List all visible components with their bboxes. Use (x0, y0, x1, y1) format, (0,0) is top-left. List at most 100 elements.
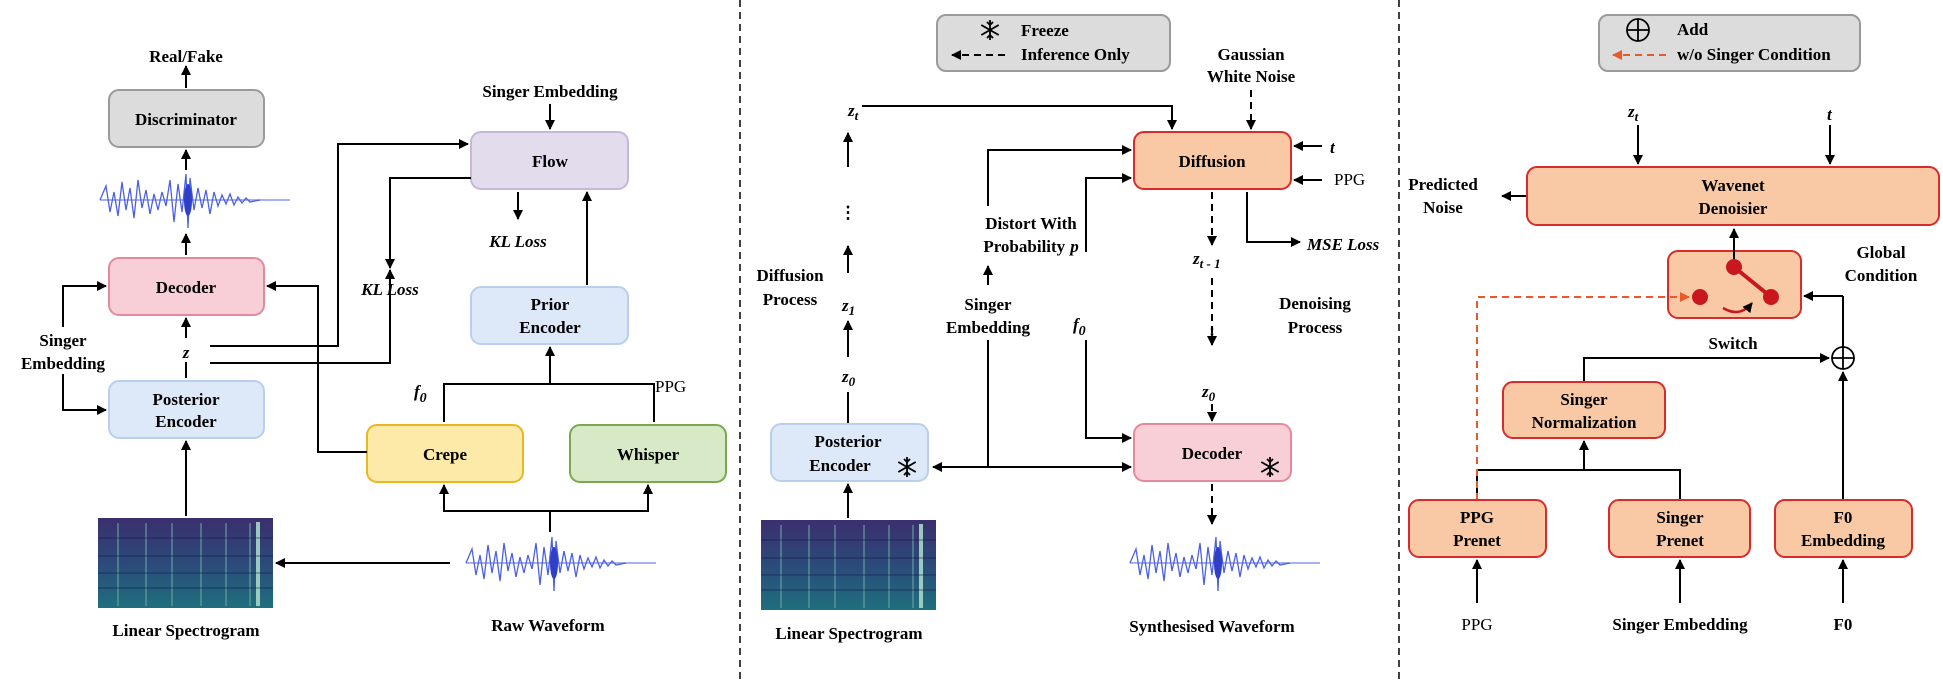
waveform-image (99, 173, 291, 229)
mse-loss-label: MSE Loss (1306, 235, 1380, 254)
discriminator-box: Discriminator (108, 89, 265, 148)
legend-add-label: Add (1677, 20, 1709, 39)
linear-spectrogram-image (96, 516, 275, 610)
kl-loss-center-label: KL Loss (488, 232, 547, 251)
singer-normalization-label-line2: Normalization (1532, 413, 1637, 432)
z1-label: z1 (841, 296, 855, 318)
zt-label: zt (1627, 102, 1639, 124)
linear-spectrogram-label: Linear Spectrogram (775, 624, 922, 643)
raw-waveform-label: Raw Waveform (491, 616, 604, 635)
diffusion-process-label-line1: Diffusion (756, 266, 824, 285)
global-condition-label-line2: Condition (1845, 266, 1918, 285)
legend-freeze-label: Freeze (1021, 21, 1069, 40)
whisper-label: Whisper (617, 445, 680, 464)
legend-panel2: Freeze Inference Only (936, 14, 1171, 72)
f0-input-label: F0 (1834, 615, 1853, 634)
timestep-t-label: t (1330, 138, 1336, 157)
whisper-box: Whisper (569, 424, 727, 483)
switch-box[interactable] (1667, 250, 1802, 319)
singer-prenet-label-line1: Singer (1656, 508, 1704, 527)
predicted-noise-label-line1: Predicted (1408, 175, 1478, 194)
f0-label: f0 (1073, 315, 1086, 339)
wavenet-label-line1: Wavenet (1701, 176, 1765, 195)
flow-label: Flow (532, 152, 569, 171)
singer-embedding-input-label: Singer Embedding (1612, 615, 1748, 634)
flow-singer-embedding-label: Singer Embedding (482, 82, 618, 101)
discriminator-label: Discriminator (135, 110, 237, 129)
kl-loss-left-label: KL Loss (360, 280, 419, 299)
denoising-process-label-line2: Process (1288, 318, 1343, 337)
panel-diffusion-training: Freeze Inference Only Gaussian White Noi… (756, 14, 1380, 643)
f0-embedding-label-line2: Embedding (1801, 531, 1886, 550)
zt-label: zt (847, 101, 859, 123)
ppg-prenet-label-line2: Prenet (1453, 531, 1501, 550)
legend-inference-label: Inference Only (1021, 45, 1130, 64)
posterior-encoder-box: Posterior Encoder (770, 423, 929, 482)
vertical-dots: ⋮ (840, 203, 857, 222)
f0-embedding-label-line1: F0 (1834, 508, 1853, 527)
panel-vits-training: Real/Fake Discriminator Decoder Singer E… (21, 47, 727, 640)
gaussian-noise-label-line2: White Noise (1207, 67, 1296, 86)
predicted-noise-label-line2: Noise (1423, 198, 1463, 217)
legend-panel3: Add w/o Singer Condition (1598, 14, 1861, 72)
synthesised-waveform-label: Synthesised Waveform (1129, 617, 1294, 636)
synthesised-waveform-image (1129, 536, 1321, 592)
wavenet-denoiser-box: Wavenet Denoisier (1526, 166, 1940, 226)
prior-encoder-label-line1: Prior (531, 295, 570, 314)
decoder-box: Decoder (108, 257, 265, 316)
z0-right-label: z0 (1201, 382, 1216, 404)
latent-z-label: z (182, 343, 190, 362)
ppg-label: PPG (655, 377, 686, 396)
add-icon (1831, 346, 1855, 370)
z0-left-label: z0 (841, 367, 856, 389)
posterior-encoder-box: Posterior Encoder (108, 380, 265, 439)
real-fake-label: Real/Fake (149, 47, 223, 66)
ppg-label: PPG (1334, 170, 1365, 189)
singer-prenet-box: Singer Prenet (1608, 499, 1751, 558)
singer-embedding-label-line2: Embedding (946, 318, 1031, 337)
zt-minus-1-label: zt - 1 (1192, 249, 1221, 271)
diffusion-box: Diffusion (1133, 131, 1292, 190)
legend-wo-singer-label: w/o Singer Condition (1677, 45, 1831, 64)
linear-spectrogram-image (759, 518, 938, 612)
timestep-t-label: t (1827, 105, 1833, 124)
ppg-prenet-label-line1: PPG (1460, 508, 1494, 527)
singer-embedding-label-line1: Singer (39, 331, 87, 350)
wavenet-label-line2: Denoisier (1699, 199, 1768, 218)
global-condition-label-line1: Global (1856, 243, 1905, 262)
distort-label-line1: Distort With (985, 214, 1077, 233)
singer-normalization-box: Singer Normalization (1502, 381, 1666, 439)
prior-encoder-label-line2: Encoder (519, 318, 581, 337)
diffusion-process-label-line2: Process (763, 290, 818, 309)
denoising-process-label-line1: Denoising (1279, 294, 1351, 313)
posterior-encoder-label-line2: Encoder (809, 456, 871, 475)
diffusion-label: Diffusion (1178, 152, 1246, 171)
linear-spectrogram-label: Linear Spectrogram (112, 621, 259, 640)
decoder-label: Decoder (1182, 444, 1243, 463)
flow-box: Flow (470, 131, 629, 190)
ppg-prenet-box: PPG Prenet (1408, 499, 1547, 558)
add-icon (1626, 18, 1650, 42)
posterior-encoder-label-line1: Posterior (814, 432, 881, 451)
gaussian-noise-label-line1: Gaussian (1217, 45, 1285, 64)
singer-normalization-label-line1: Singer (1560, 390, 1608, 409)
ppg-input-label: PPG (1461, 615, 1492, 634)
switch-label: Switch (1708, 334, 1758, 353)
singer-embedding-label-line2: Embedding (21, 354, 106, 373)
crepe-box: Crepe (366, 424, 524, 483)
prior-encoder-box: Prior Encoder (470, 286, 629, 345)
crepe-label: Crepe (423, 445, 468, 464)
posterior-encoder-label-line2: Encoder (155, 412, 217, 431)
decoder-label: Decoder (156, 278, 217, 297)
f0-label: f0 (414, 382, 427, 406)
singer-embedding-label-line1: Singer (964, 295, 1012, 314)
panel-wavenet-denoiser: Add w/o Singer Condition zt t Predicted … (1408, 14, 1940, 634)
singer-prenet-label-line2: Prenet (1656, 531, 1704, 550)
raw-waveform-image (465, 536, 657, 592)
switch-input-dot (1692, 289, 1708, 305)
vertical-dots-right: ⋮ (1204, 325, 1221, 344)
f0-embedding-box: F0 Embedding (1774, 499, 1913, 558)
decoder-box: Decoder (1133, 423, 1292, 482)
